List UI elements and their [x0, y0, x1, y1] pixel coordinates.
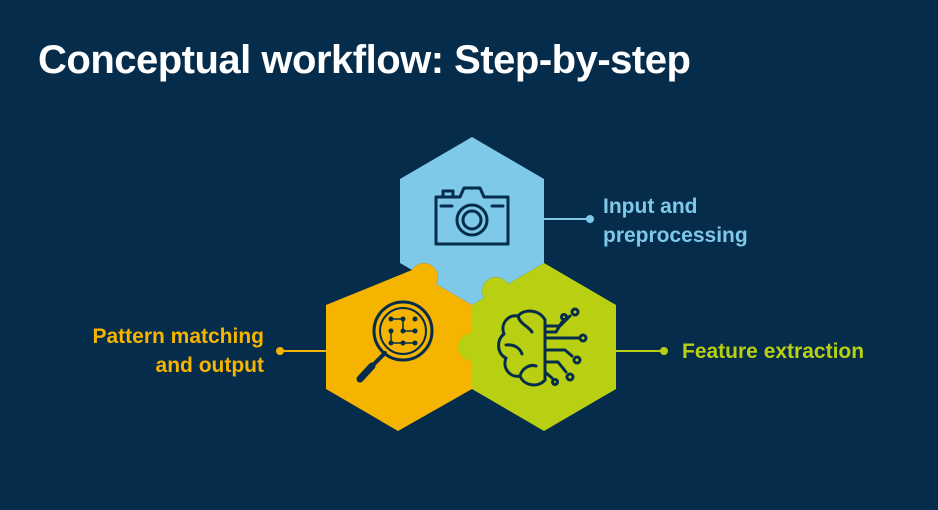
label-pattern-line2: and output: [155, 354, 264, 377]
page-title: Conceptual workflow: Step-by-step: [38, 38, 691, 82]
label-feature-extraction: Feature extraction: [682, 337, 864, 366]
camera-icon: [434, 186, 510, 246]
brain-circuit-icon: [497, 307, 588, 387]
hexagon-pattern: [326, 263, 472, 431]
hexagon-input: [400, 137, 544, 305]
connector-pattern: [276, 347, 326, 355]
label-input-line1: Input and: [603, 195, 698, 218]
connector-feature: [616, 347, 668, 355]
label-input-line2: preprocessing: [603, 224, 748, 247]
label-input-and-preprocessing: Input and preprocessing: [603, 192, 748, 250]
hexagon-feature: [458, 263, 616, 431]
label-feature-line1: Feature extraction: [682, 340, 865, 363]
magnifier-grid-icon: [356, 300, 434, 383]
label-pattern-line1: Pattern matching: [92, 325, 264, 348]
connector-input: [544, 215, 594, 223]
label-pattern-matching: Pattern matching and output: [92, 322, 264, 380]
